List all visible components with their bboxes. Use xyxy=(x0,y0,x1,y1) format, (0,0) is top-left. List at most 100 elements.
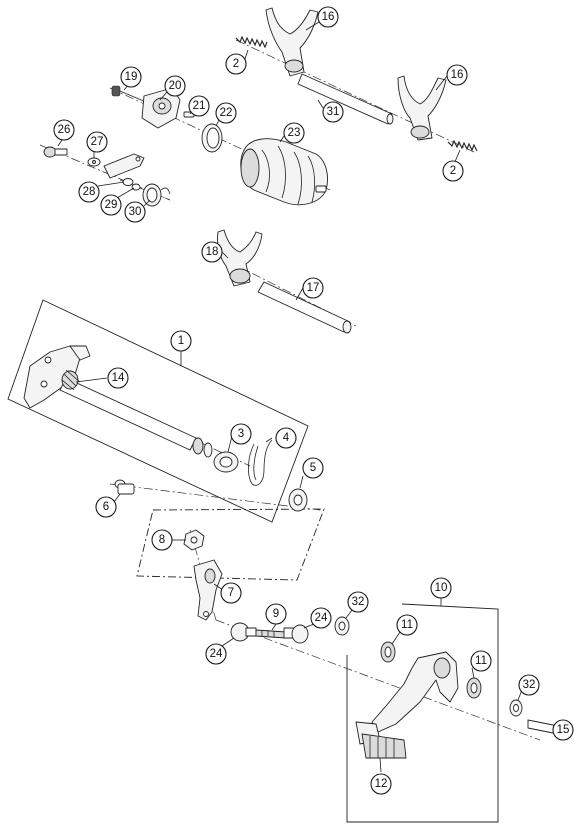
svg-text:8: 8 xyxy=(159,534,165,546)
svg-text:27: 27 xyxy=(91,136,104,148)
callout-29: 29 xyxy=(100,194,122,216)
callout-2-lower: 2 xyxy=(442,160,464,182)
footrest-rubber-12 xyxy=(361,733,407,759)
svg-text:32: 32 xyxy=(523,679,536,691)
svg-text:15: 15 xyxy=(557,724,570,736)
shift-fork-lower xyxy=(397,75,447,141)
svg-text:2: 2 xyxy=(233,58,239,70)
spring-2-lower xyxy=(447,139,478,152)
bolt-26 xyxy=(43,146,68,158)
svg-text:9: 9 xyxy=(273,608,279,620)
callout-5: 5 xyxy=(302,457,324,479)
callout-30: 30 xyxy=(124,201,146,223)
svg-text:23: 23 xyxy=(288,127,301,139)
callout-26: 26 xyxy=(53,119,75,141)
shift-lever-7 xyxy=(193,559,223,621)
shift-rail-31 xyxy=(297,73,394,125)
callout-6: 6 xyxy=(95,496,117,518)
svg-text:14: 14 xyxy=(112,372,125,384)
shift-rail-17 xyxy=(257,281,352,334)
bush-29 xyxy=(131,183,141,191)
spring-clip-4 xyxy=(248,439,273,486)
svg-text:16: 16 xyxy=(451,69,464,81)
washer-22 xyxy=(201,123,223,153)
svg-text:6: 6 xyxy=(103,501,109,513)
callout-layer: 16 2 16 19 20 31 21 22 26 27 23 2 28 29 … xyxy=(53,6,574,795)
callout-16-upper: 16 xyxy=(317,6,339,28)
svg-text:10: 10 xyxy=(435,582,448,594)
svg-text:1: 1 xyxy=(178,335,184,347)
callout-15: 15 xyxy=(552,719,574,741)
callout-24-left: 24 xyxy=(205,643,227,665)
svg-text:7: 7 xyxy=(228,587,234,599)
svg-text:24: 24 xyxy=(315,612,328,624)
washer-28 xyxy=(122,178,134,186)
shift-lever-dashed-frame xyxy=(136,508,325,581)
svg-text:16: 16 xyxy=(322,11,335,23)
bolt-6 xyxy=(114,479,135,495)
callout-28: 28 xyxy=(78,181,100,203)
svg-text:31: 31 xyxy=(327,106,340,118)
svg-text:12: 12 xyxy=(375,778,388,790)
callout-8: 8 xyxy=(151,529,173,551)
callout-21: 21 xyxy=(188,95,210,117)
callout-12: 12 xyxy=(370,773,392,795)
shift-fork-upper xyxy=(265,7,319,77)
callout-10: 10 xyxy=(430,577,452,599)
shift-pedal-assembly-frame xyxy=(346,603,499,823)
callout-3: 3 xyxy=(230,423,252,445)
svg-text:32: 32 xyxy=(352,596,365,608)
washer-27 xyxy=(87,157,101,167)
ball-joint-24-left xyxy=(230,622,257,642)
washer-32-left xyxy=(334,616,350,636)
svg-text:20: 20 xyxy=(169,80,182,92)
svg-text:11: 11 xyxy=(475,655,487,667)
callout-7: 7 xyxy=(220,582,242,604)
callout-16-lower: 16 xyxy=(446,64,468,86)
callout-20: 20 xyxy=(164,75,186,97)
shift-drum-23 xyxy=(240,138,328,206)
callout-22: 22 xyxy=(215,102,237,124)
collar-3 xyxy=(213,451,239,473)
callout-2-upper: 2 xyxy=(225,53,247,75)
callout-11-left: 11 xyxy=(396,614,418,636)
shift-shaft-assembly-frame xyxy=(7,299,309,523)
spring-2-upper xyxy=(235,35,268,49)
ball-joint-24-right xyxy=(283,624,309,644)
svg-text:3: 3 xyxy=(238,428,244,440)
callout-24-right: 24 xyxy=(310,607,332,629)
torsion-spring-30 xyxy=(142,183,171,207)
bolt-19 xyxy=(111,85,147,103)
svg-text:5: 5 xyxy=(310,462,316,474)
svg-text:22: 22 xyxy=(220,107,233,119)
svg-text:21: 21 xyxy=(193,100,206,112)
svg-text:28: 28 xyxy=(83,186,96,198)
svg-text:18: 18 xyxy=(206,246,219,258)
callout-32-left: 32 xyxy=(347,591,369,613)
svg-text:24: 24 xyxy=(210,648,223,660)
shift-lever-pawl xyxy=(103,153,145,179)
nut-8 xyxy=(183,529,205,551)
shift-fork-18 xyxy=(217,229,263,287)
callout-17: 17 xyxy=(302,277,324,299)
svg-text:19: 19 xyxy=(125,71,138,83)
bearing-11-right xyxy=(466,677,482,699)
washer-5 xyxy=(288,488,308,512)
callout-4: 4 xyxy=(275,427,297,449)
svg-text:4: 4 xyxy=(283,432,290,444)
callout-11-right: 11 xyxy=(470,650,492,672)
callout-32-right: 32 xyxy=(518,674,540,696)
svg-text:11: 11 xyxy=(401,619,413,631)
callout-23: 23 xyxy=(283,122,305,144)
callout-27: 27 xyxy=(86,131,108,153)
bearing-11-left xyxy=(380,641,396,663)
callout-18: 18 xyxy=(201,241,223,263)
svg-text:29: 29 xyxy=(105,199,118,211)
svg-text:17: 17 xyxy=(307,282,320,294)
callout-14: 14 xyxy=(107,367,129,389)
svg-text:30: 30 xyxy=(129,206,142,218)
callout-9: 9 xyxy=(265,603,287,625)
callout-1: 1 xyxy=(170,330,192,352)
